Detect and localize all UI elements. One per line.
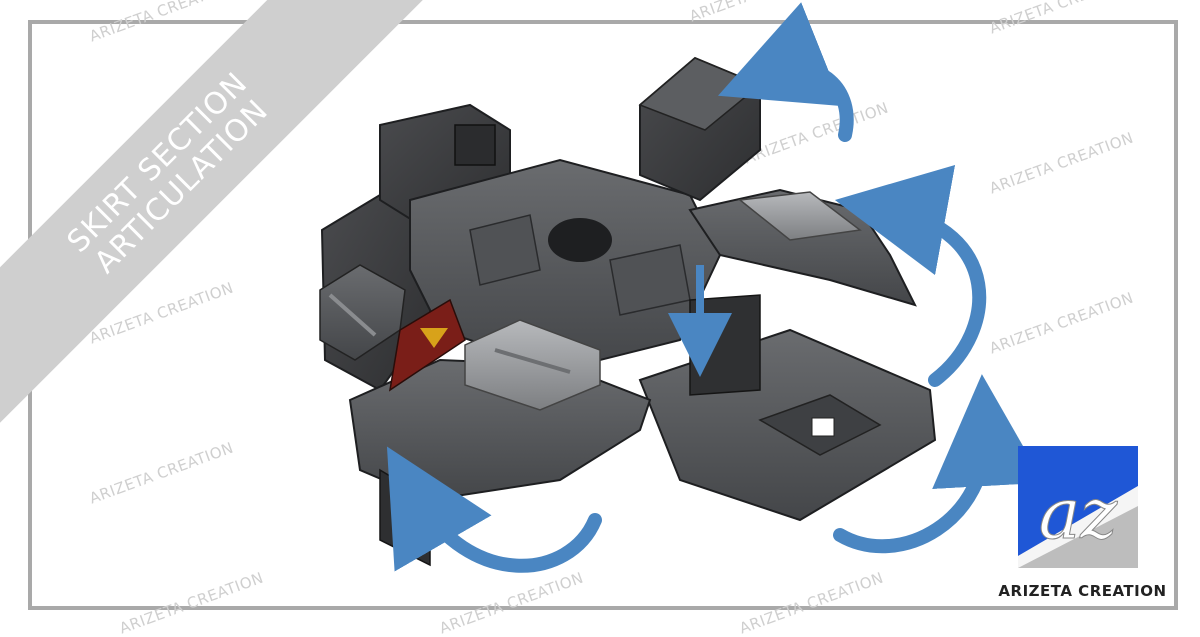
rotation-arrow-icon	[717, 2, 854, 142]
red-accent-panel	[388, 298, 466, 392]
brand-name: ARIZETA CREATION	[998, 582, 1167, 600]
rotation-arrow-icon	[833, 374, 1044, 554]
rotation-arrow-icon	[834, 164, 987, 387]
arizeta-logo-icon: az	[1018, 446, 1138, 568]
logo-letters: az	[1039, 473, 1119, 555]
rotation-arrow-icon	[386, 446, 602, 573]
